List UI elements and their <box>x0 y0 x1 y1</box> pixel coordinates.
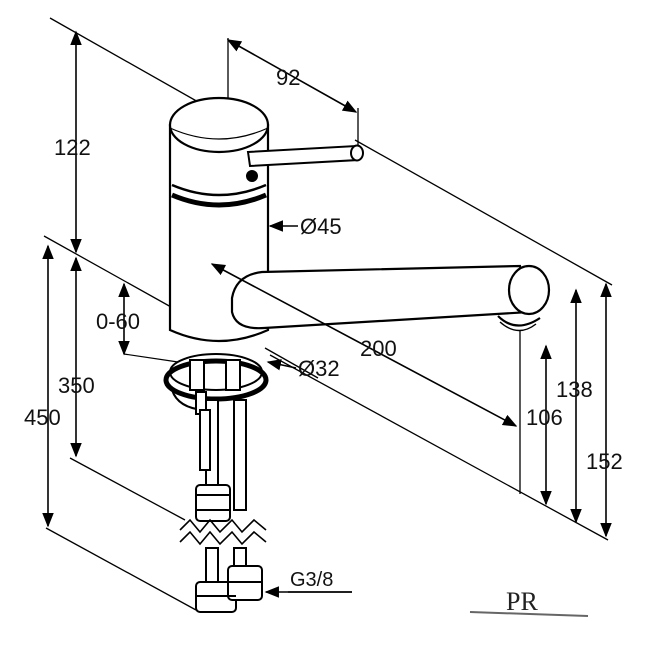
dim-spout-height: 138 <box>556 377 593 402</box>
dim-spout-clearance: 106 <box>526 405 563 430</box>
dim-spout-reach: 200 <box>360 336 397 361</box>
dimension-arrows <box>42 30 612 598</box>
dim-body-diameter: Ø45 <box>300 214 342 239</box>
dim-overall-height: 152 <box>586 449 623 474</box>
dim-countertop-thickness: 0-60 <box>96 309 140 334</box>
dim-body-height: 122 <box>54 135 91 160</box>
logo-text: PR <box>506 587 538 616</box>
dim-spout-offset: 92 <box>276 65 300 90</box>
spout <box>230 264 551 332</box>
lever-handle <box>246 144 364 182</box>
hoses <box>179 399 267 613</box>
dimension-labels: 92 122 Ø45 0-60 200 Ø32 350 450 106 138 … <box>24 65 623 593</box>
dim-total-hose-length: 450 <box>24 405 61 430</box>
dim-connection-thread: G3/8 <box>290 569 333 591</box>
logo: PR <box>469 587 589 617</box>
dim-hose-length: 350 <box>58 373 95 398</box>
dim-base-diameter: Ø32 <box>298 356 340 381</box>
